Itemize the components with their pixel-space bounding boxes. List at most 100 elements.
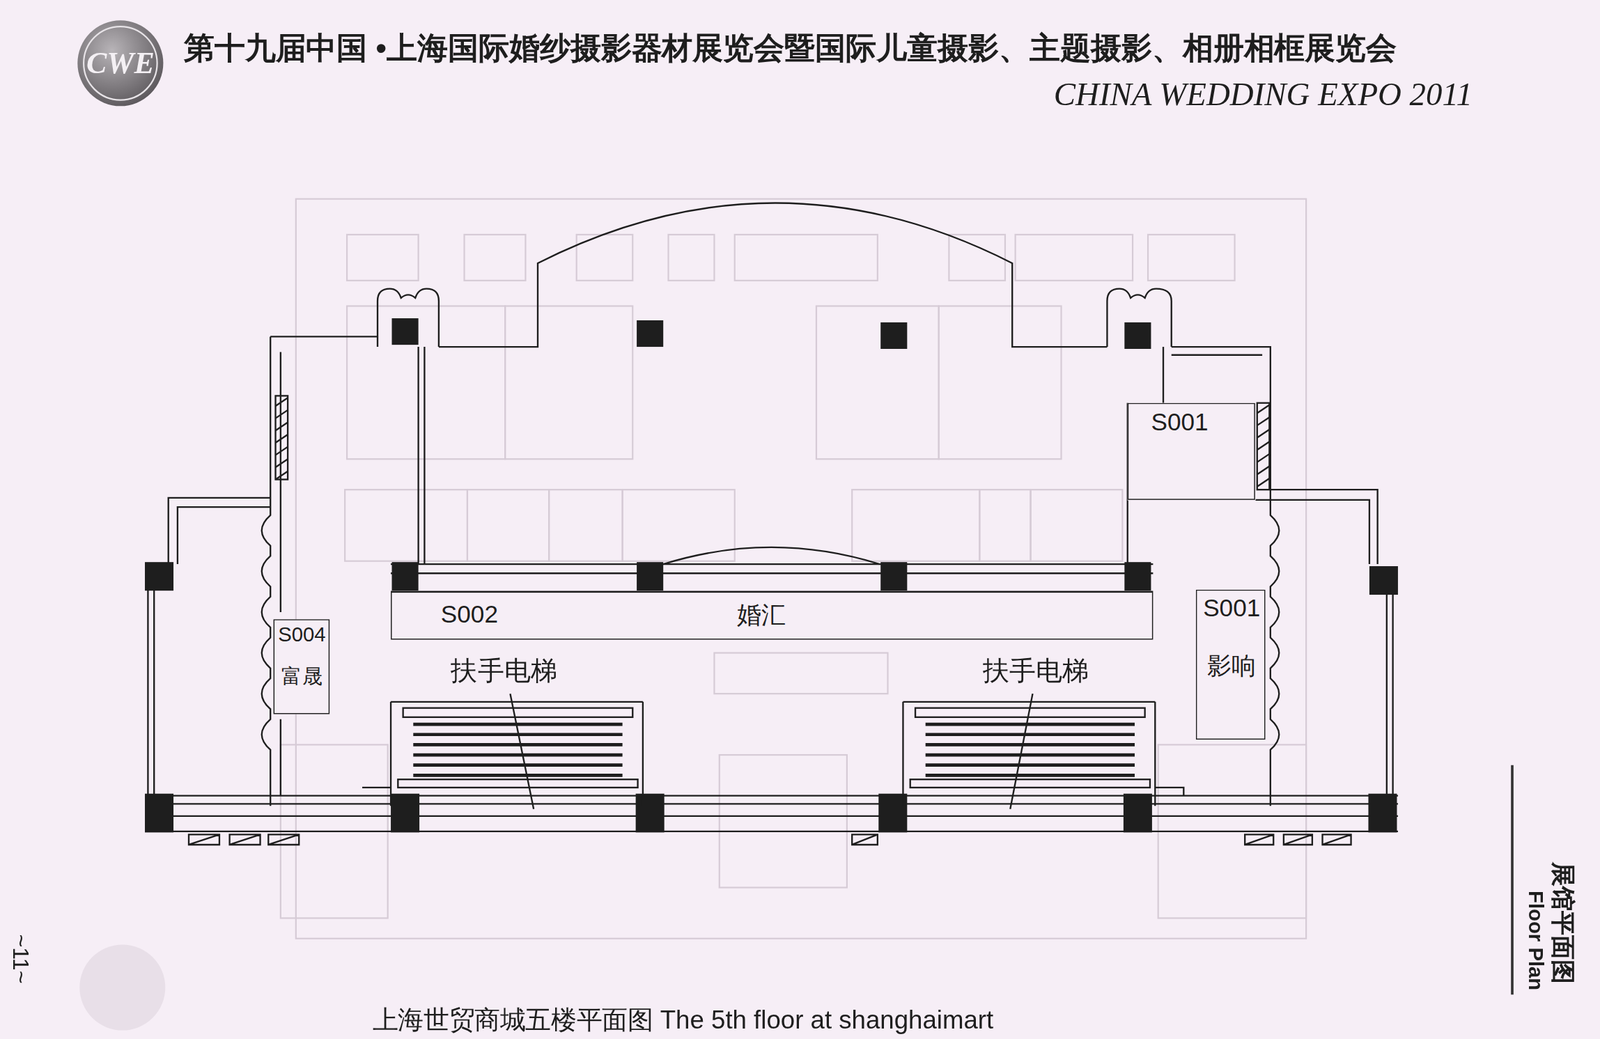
pillar (1368, 794, 1397, 834)
escalator-end (397, 779, 638, 788)
wall (418, 346, 425, 565)
ghost-booth (1030, 489, 1123, 562)
pillar (1124, 322, 1151, 349)
plan-caption: 上海世贸商城五楼平面图 The 5th floor at shanghaimar… (372, 1005, 994, 1035)
ghost-booth (622, 489, 735, 562)
door-marks (188, 834, 1352, 845)
booth: S001 (1127, 403, 1256, 501)
escalator-steps (925, 724, 1135, 776)
ghost-booth (938, 305, 1062, 460)
escalator-right (902, 702, 1184, 806)
logo-disc (77, 20, 163, 106)
page-number: ~11~ (7, 934, 34, 984)
booth: S004 富晟 (273, 619, 330, 714)
booth-number: S002 (440, 599, 499, 628)
leaders (509, 693, 1033, 810)
ghost-booth (816, 305, 939, 460)
ghost-booth (979, 489, 1031, 562)
pillar (636, 562, 664, 591)
expo-name: CHINA WEDDING EXPO 2011 (1053, 75, 1473, 113)
section-title-en: Floor Plan (1524, 890, 1548, 991)
wall (1270, 489, 1279, 806)
leader-line (1010, 693, 1033, 810)
ghost-booth (344, 489, 468, 562)
exhibitor-name: 婚汇 (736, 601, 786, 629)
ghost-booth (1147, 234, 1236, 281)
ghost-booth (948, 234, 1006, 281)
ghost-booth (346, 234, 419, 281)
booth-band: S002 婚汇 (390, 592, 1153, 641)
wall (280, 351, 282, 796)
pillar (144, 794, 174, 834)
escalator-frame (362, 702, 643, 806)
ghost-room (719, 755, 848, 888)
escalator-frame (902, 702, 1184, 806)
booth-number: S001 (1150, 408, 1208, 437)
escalator-left (362, 702, 643, 806)
door-mark (1244, 834, 1351, 845)
wall (438, 203, 1108, 348)
wall (147, 589, 154, 802)
ghost-booth (668, 234, 715, 281)
ghost-plan (79, 199, 1307, 1031)
escalator-end (910, 779, 1151, 788)
hatch-strip (1257, 403, 1270, 491)
door-mark (851, 834, 878, 845)
ghost-logo (79, 945, 166, 1031)
booth: S001 影响 (1195, 589, 1266, 740)
booth-number: S004 (277, 623, 326, 648)
ghost-booth (346, 305, 506, 460)
ghost-booth (464, 234, 526, 281)
stair-cap (377, 289, 439, 348)
ghost-booth (467, 489, 549, 562)
wall (1255, 500, 1370, 565)
hatch-strip (275, 395, 289, 480)
pillar (880, 322, 907, 349)
pillar (880, 562, 907, 591)
wall (1162, 346, 1164, 404)
ghost-booth (548, 489, 623, 562)
wall (261, 336, 271, 806)
logo-text: CWE (86, 45, 155, 82)
pillars (144, 318, 1398, 833)
section-title: 展馆平面图 (1549, 862, 1578, 985)
wall (390, 564, 1153, 593)
ghost-outline (296, 199, 1307, 939)
exhibitor-name: 富晟 (281, 665, 323, 689)
escalator-label: 扶手电梯 (450, 656, 557, 687)
wall (147, 796, 1398, 832)
side-rule (1510, 765, 1514, 996)
ghost-booth (734, 234, 878, 281)
leader-line (509, 693, 534, 810)
booth-number: S001 (1202, 594, 1261, 623)
expo-title: 第十九届中国 •上海国际婚纱摄影器材展览会暨国际儿童摄影、主题摄影、相册相框展览… (183, 30, 1398, 67)
pillar (1369, 566, 1398, 595)
pillar (392, 318, 419, 345)
ghost-booth (1015, 234, 1133, 281)
logo-ring (83, 26, 157, 100)
pillar (1124, 562, 1151, 591)
escalator-label: 扶手电梯 (982, 656, 1089, 687)
door-mark (188, 834, 299, 845)
pillar (390, 794, 420, 834)
pillar (144, 562, 174, 591)
arch (663, 547, 880, 565)
logo (77, 20, 163, 106)
wall (168, 498, 271, 565)
ghost-booth (851, 489, 980, 562)
wall (1386, 592, 1394, 802)
ghost-room (713, 653, 888, 695)
exhibitor-name: 影响 (1207, 651, 1256, 680)
pillar (392, 562, 419, 591)
ghost-booth (505, 305, 633, 460)
hatch (275, 397, 289, 480)
pillar (636, 320, 664, 347)
walls (147, 203, 1398, 832)
escalator-end (403, 708, 634, 718)
wall (270, 335, 378, 338)
hatch (1257, 405, 1270, 487)
pillar (1123, 794, 1153, 834)
pillar (635, 794, 665, 834)
